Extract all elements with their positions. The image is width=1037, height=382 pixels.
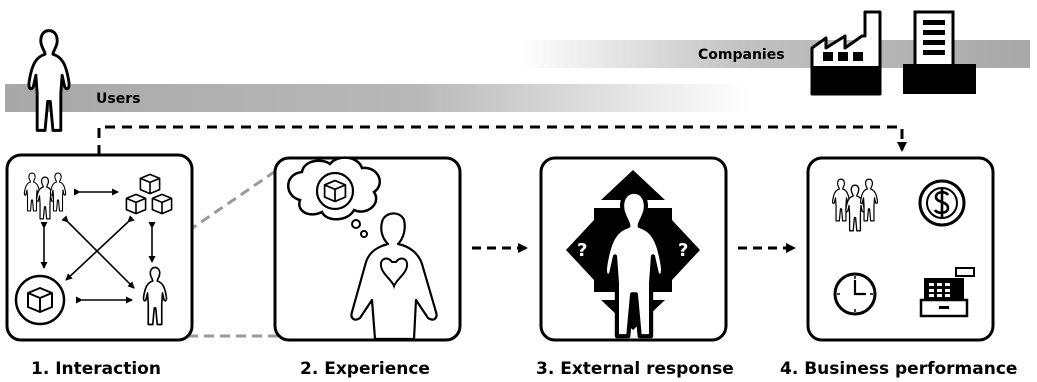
clock-icon <box>833 272 877 316</box>
question-left: ? <box>577 240 587 261</box>
cash-register-icon <box>919 267 975 318</box>
interaction-arrows <box>40 188 156 304</box>
companies-label: Companies <box>698 47 785 63</box>
person-icon <box>27 29 71 132</box>
feedback-dashed-arrow <box>97 125 907 155</box>
zoom-guide-top <box>187 166 281 233</box>
users-label: Users <box>96 91 140 107</box>
office-building-icon <box>903 10 976 94</box>
business-performance-box <box>806 156 995 342</box>
box-icon <box>14 274 66 326</box>
interaction-box <box>5 153 194 342</box>
step-label-experience: 2. Experience <box>300 359 430 379</box>
users-band <box>5 84 750 112</box>
factory-icon <box>810 10 882 96</box>
question-right: ? <box>678 240 688 261</box>
external-response-box: ? ? <box>539 156 728 342</box>
thought-bubble-icon <box>287 156 381 238</box>
heart-icon <box>379 257 409 290</box>
dollar-coin-icon <box>918 179 966 227</box>
step-label-external-response: 3. External response <box>536 359 734 379</box>
step-label-business-performance: 4. Business performance <box>780 359 1017 379</box>
experience-box <box>273 156 462 342</box>
step-label-interaction: 1. Interaction <box>31 359 161 379</box>
